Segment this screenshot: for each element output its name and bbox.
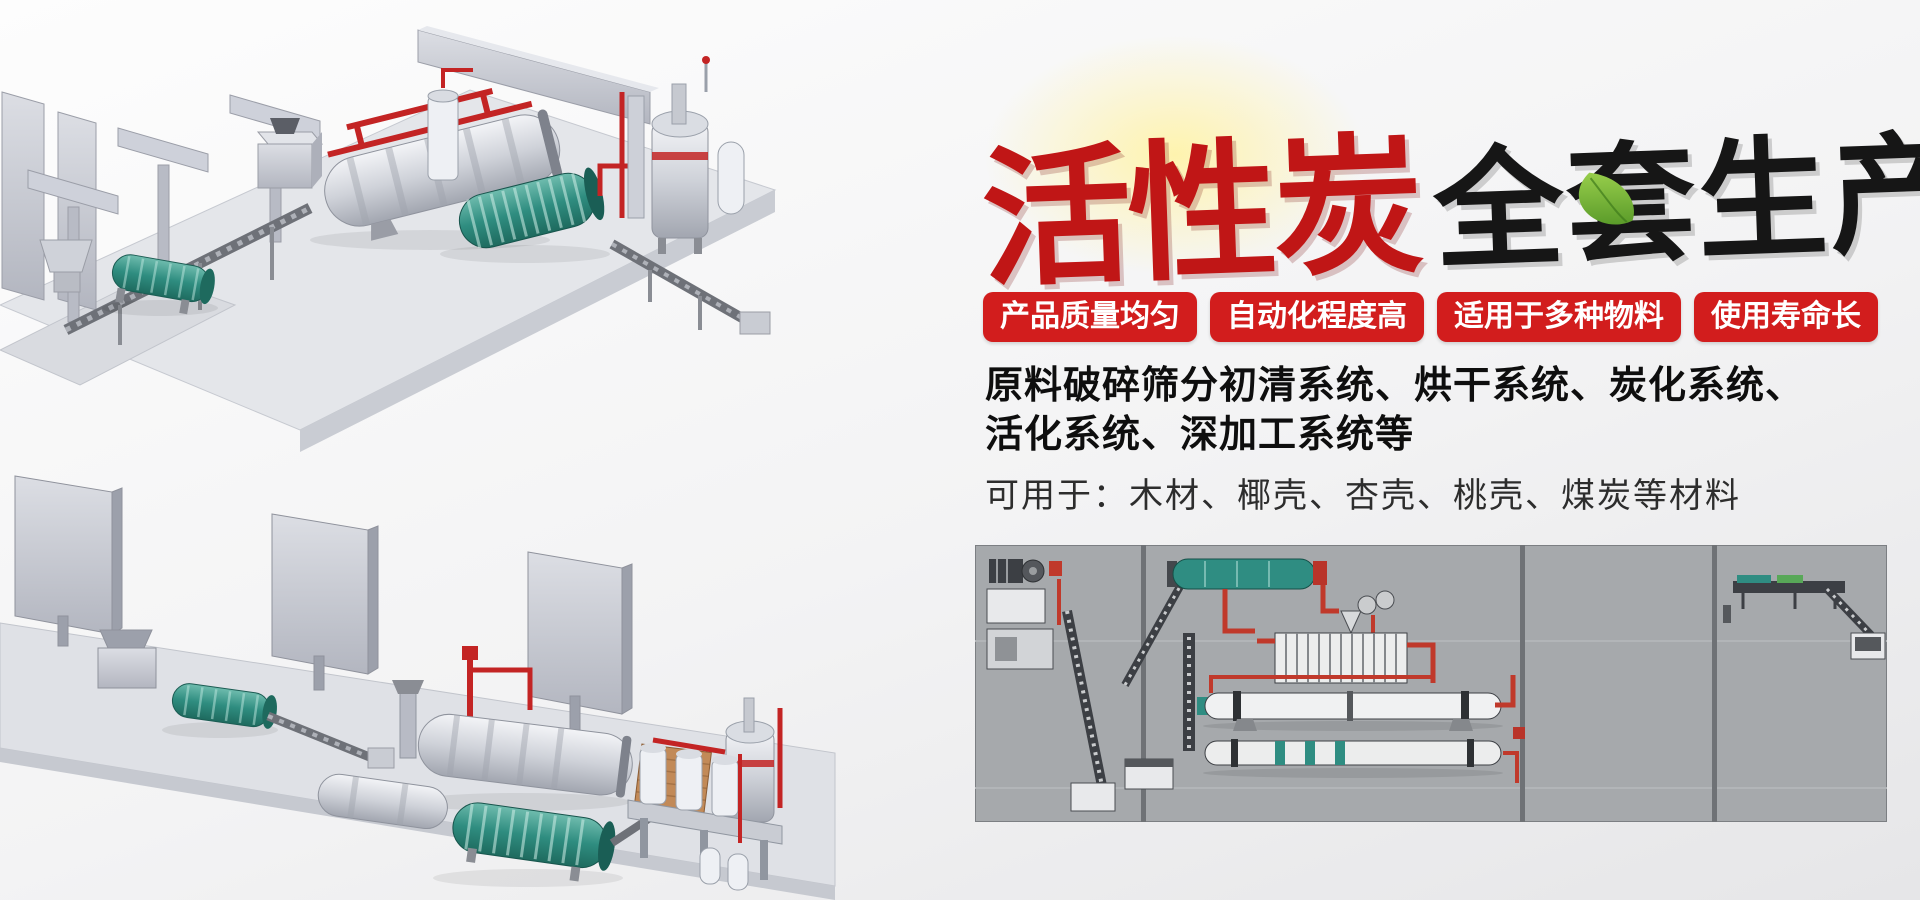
system-description-line2: 活化系统、深加工系统等 — [985, 414, 1415, 457]
applicable-materials: 可用于：木材、椰壳、杏壳、桃壳、煤炭等材料 — [985, 477, 1741, 515]
feed-hopper-box — [97, 629, 157, 689]
badge-lifespan: 使用寿命长 — [1694, 292, 1878, 342]
crusher-section — [986, 559, 1116, 812]
discharge-conveyor — [609, 239, 771, 335]
system-description-line1: 原料破碎筛分初清系统、烘干系统、炭化系统、 — [985, 365, 1805, 407]
feed-hopper — [39, 239, 93, 293]
carbonizer-section — [1124, 632, 1525, 790]
feature-badges: 产品质量均匀 自动化程度高 适用于多种物料 使用寿命长 — [983, 292, 1878, 342]
vertical-tank — [427, 68, 473, 181]
production-line-render-bottom — [0, 475, 836, 900]
back-wall-beam — [417, 26, 659, 125]
screen-conveyor — [266, 711, 395, 769]
production-line-render-top — [0, 26, 777, 452]
title-red-text: 活性炭 — [978, 124, 1423, 306]
badge-materials: 适用于多种物料 — [1437, 292, 1681, 342]
badge-quality: 产品质量均匀 — [983, 292, 1197, 342]
carbonization-furnace — [619, 56, 745, 254]
badge-automation: 自动化程度高 — [1210, 292, 1424, 342]
system-description: 原料破碎筛分初清系统、烘干系统、炭化系统、 活化系统、深加工系统等 — [985, 362, 1804, 461]
floor-dividers — [1141, 545, 1717, 822]
platform-slab — [0, 89, 777, 452]
small-tanks — [699, 847, 749, 891]
leaf-icon — [1578, 172, 1634, 225]
packing-section — [1723, 575, 1886, 660]
front-white-cylinder — [317, 773, 448, 830]
dryer-section — [1121, 558, 1395, 687]
title-black-text: 全套生产线 — [1431, 118, 1920, 286]
teal-cooling-drum — [458, 167, 605, 249]
small-teal-drum — [111, 254, 215, 315]
wall-panels — [14, 475, 633, 735]
hero-content: 活性炭全套生产线 产品质量均匀 自动化程度高 适用于多种物料 使用寿命长 原料破… — [975, 0, 1920, 900]
rotary-drum — [417, 713, 633, 798]
feeder-box — [256, 118, 324, 189]
production-line-schematic — [975, 545, 1887, 822]
tank-platform — [627, 737, 783, 880]
bucket-elevator — [392, 680, 424, 759]
red-pipe — [597, 163, 628, 196]
teal-activation-drum — [452, 802, 616, 882]
page-title: 活性炭全套生产线 — [978, 61, 1920, 317]
